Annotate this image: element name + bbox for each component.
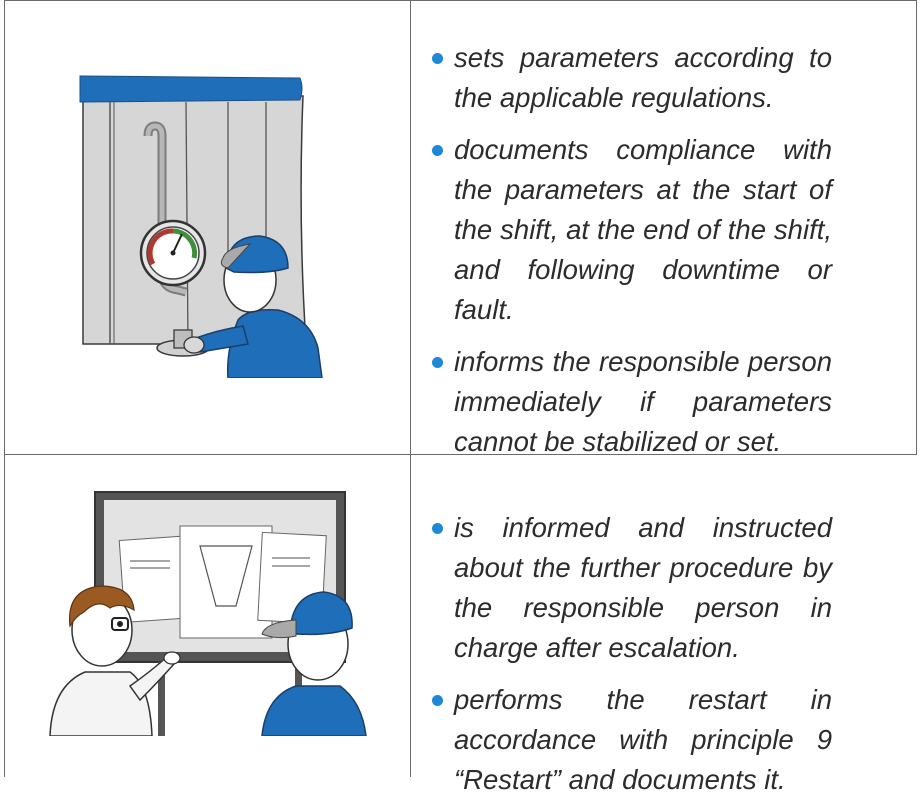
table-column-divider xyxy=(410,0,411,777)
table-border-right xyxy=(916,0,917,455)
workers-at-whiteboard-illustration xyxy=(49,491,367,736)
list-item: is informed and instructed about the fur… xyxy=(432,508,832,668)
list-item: documents compliance with the parameters… xyxy=(432,130,832,330)
list-item: informs the responsible person immediate… xyxy=(432,342,832,462)
bullet-text: documents compliance with the parameters… xyxy=(454,134,832,325)
row-1-bullet-list: sets parameters according to the applica… xyxy=(432,38,832,462)
list-item: performs the restart in accordance with … xyxy=(432,680,832,800)
bullet-icon xyxy=(432,53,443,64)
table-border-left xyxy=(4,0,5,777)
row-2-bullet-list-cell: is informed and instructed about the fur… xyxy=(432,508,832,812)
bullet-text: performs the restart in accordance with … xyxy=(454,684,832,795)
table-border-top xyxy=(4,0,917,1)
list-item: sets parameters according to the applica… xyxy=(432,38,832,118)
table-row-divider xyxy=(4,454,917,455)
bullet-icon xyxy=(432,695,443,706)
bullet-text: is informed and instructed about the fur… xyxy=(454,512,832,663)
bullet-icon xyxy=(432,523,443,534)
worker-reading-pressure-gauge-illustration xyxy=(79,75,323,378)
row-1-bullet-list-cell: sets parameters according to the applica… xyxy=(432,38,832,474)
bullet-text: sets parameters according to the applica… xyxy=(454,42,832,113)
bullet-text: informs the responsible person immediate… xyxy=(454,346,832,457)
row-2-bullet-list: is informed and instructed about the fur… xyxy=(432,508,832,800)
bullet-icon xyxy=(432,357,443,368)
bullet-icon xyxy=(432,145,443,156)
